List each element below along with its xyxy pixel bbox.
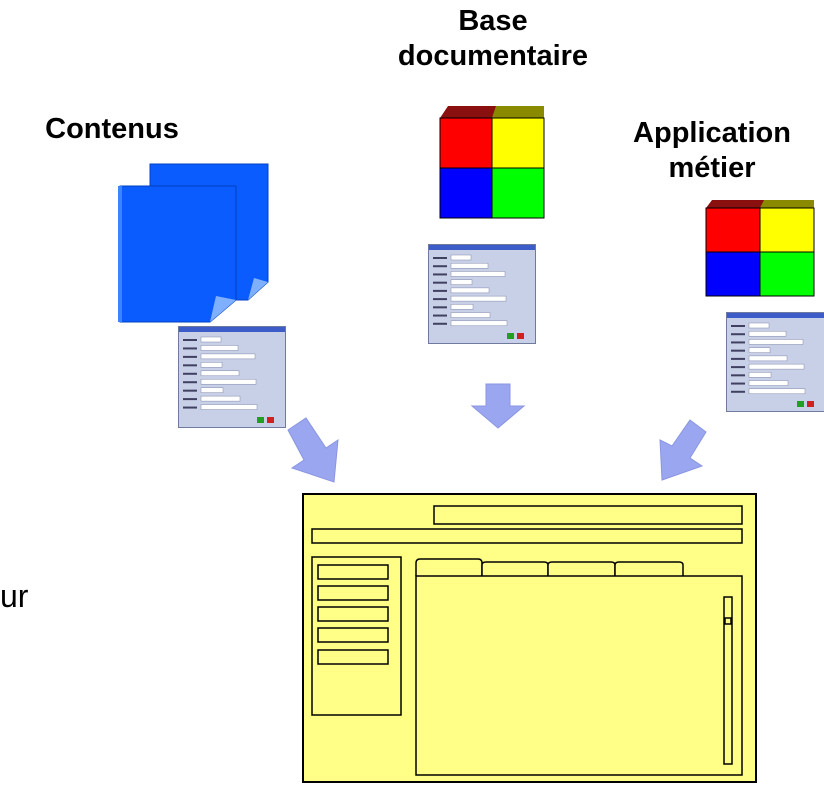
form-field-label (731, 382, 745, 385)
label-contenus: Contenus (45, 113, 179, 145)
form-field-input (450, 320, 508, 327)
form-field-label (433, 257, 447, 259)
form-field-input (200, 395, 241, 402)
form-fields (183, 336, 274, 423)
form-field-label (731, 325, 745, 327)
form-field-label (433, 306, 447, 309)
form-field-input (450, 271, 506, 277)
form-field-label (433, 281, 447, 284)
label-left-fragment: ur (0, 578, 29, 614)
label-application-metier: Application métier (612, 116, 812, 186)
form-field-input (450, 304, 474, 310)
form-button (267, 417, 274, 423)
form-field-label (433, 289, 447, 292)
label-base-line1: Base (458, 5, 528, 37)
form-button (517, 333, 524, 339)
form-field-input (450, 254, 472, 261)
form-field-label (183, 355, 197, 358)
form-field-label (433, 265, 447, 268)
form-button (797, 401, 804, 407)
form-field-label (731, 390, 745, 393)
documents-icon (118, 163, 269, 323)
form-button (507, 333, 514, 339)
form-field-label (183, 381, 197, 384)
form-screenshot-icon (178, 326, 286, 428)
form-field-label (731, 357, 745, 360)
form-field-input (200, 387, 224, 393)
form-field-label (731, 374, 745, 377)
label-application-line2: métier (668, 152, 756, 184)
form-field-label (183, 389, 197, 392)
form-field-input (200, 404, 258, 410)
form-field-label (183, 406, 197, 409)
form-button (807, 401, 814, 407)
form-field-label (433, 322, 447, 325)
form-field-label (731, 333, 745, 336)
form-field-label (433, 273, 447, 276)
label-application-line1: Application (633, 117, 791, 149)
form-field-input (200, 378, 257, 385)
form-field-input (748, 347, 771, 353)
form-field-input (450, 287, 490, 294)
form-screenshot-icon (726, 312, 824, 412)
form-field-label (183, 347, 197, 350)
form-field-label (433, 298, 447, 301)
form-button (257, 417, 264, 423)
form-field-label (183, 364, 197, 367)
form-field-label (183, 339, 197, 341)
label-base-documentaire: Base documentaire (378, 4, 608, 74)
form-field-input (748, 380, 789, 386)
form-field-input (748, 330, 787, 337)
form-field-input (748, 322, 770, 329)
form-field-label (731, 341, 745, 344)
form-fields (433, 254, 524, 339)
form-field-input (450, 312, 491, 318)
down-arrow-icon (287, 383, 707, 483)
form-field-label (731, 366, 745, 369)
database-cube-icon (439, 106, 545, 219)
form-field-input (200, 336, 222, 343)
form-fields (731, 322, 814, 407)
form-field-label (183, 398, 197, 401)
application-window-icon (302, 493, 757, 783)
form-field-input (200, 353, 256, 360)
app-cube-icon (705, 200, 815, 297)
form-field-input (748, 339, 804, 345)
form-field-label (731, 349, 745, 352)
form-field-input (748, 363, 805, 370)
form-field-label (183, 372, 197, 375)
form-field-input (748, 372, 772, 378)
form-field-input (748, 355, 788, 362)
form-field-input (200, 345, 239, 351)
form-field-input (200, 362, 223, 368)
form-field-label (433, 314, 447, 317)
form-screenshot-icon (428, 244, 536, 344)
form-field-input (200, 370, 240, 377)
form-field-input (450, 279, 473, 285)
form-field-input (450, 295, 507, 302)
form-field-input (748, 388, 806, 395)
label-base-line2: documentaire (397, 40, 589, 72)
form-field-input (450, 262, 489, 269)
